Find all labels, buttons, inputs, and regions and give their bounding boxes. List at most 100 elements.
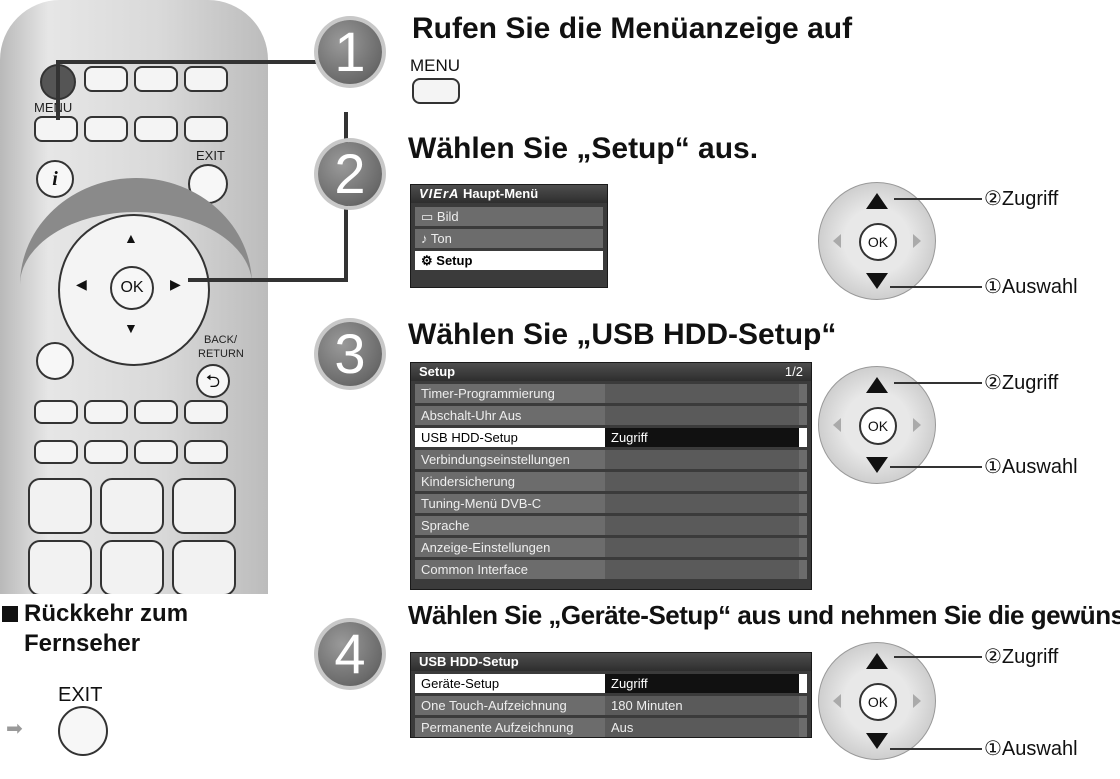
setup-item-label: Timer-Programmierung xyxy=(421,386,555,401)
remote-button[interactable] xyxy=(134,116,178,142)
callout-line xyxy=(894,198,982,200)
usb-menu-header: USB HDD-Setup xyxy=(411,653,811,671)
setup-item-value xyxy=(605,472,799,491)
remote-button[interactable] xyxy=(34,400,78,424)
setup-item[interactable]: Anzeige-Einstellungen xyxy=(415,538,807,557)
step-1-heading: Rufen Sie die Menüanzeige auf xyxy=(412,12,853,45)
setup-item[interactable]: Verbindungseinstellungen xyxy=(415,450,807,469)
menu-item-bild[interactable]: ▭ Bild xyxy=(415,207,603,226)
ok-icon: OK xyxy=(859,683,897,721)
step-4-circle: 4 xyxy=(318,622,382,686)
setup-item-label: Verbindungseinstellungen xyxy=(421,452,570,467)
step-2-circle: 2 xyxy=(318,142,382,206)
remote-button[interactable] xyxy=(134,440,178,464)
access-label: ②Zugriff xyxy=(984,188,1059,210)
select-label: ①Auswahl xyxy=(984,738,1078,760)
nav-pad: OK xyxy=(818,366,936,484)
usb-item-geraete-setup[interactable]: Geräte-Setup Zugriff xyxy=(415,674,807,693)
connector-line xyxy=(188,278,348,282)
exit-key-icon xyxy=(58,706,108,756)
remote-button[interactable] xyxy=(184,440,228,464)
exit-key-label: EXIT xyxy=(58,684,103,706)
remote-button[interactable] xyxy=(184,66,228,92)
picture-icon: ▭ xyxy=(421,209,437,224)
number-button[interactable] xyxy=(100,478,164,534)
number-button[interactable] xyxy=(28,540,92,594)
menu-item-label: Bild xyxy=(436,209,459,224)
remote-button[interactable] xyxy=(84,66,128,92)
callout-line xyxy=(890,748,982,750)
usb-item-value: 180 Minuten xyxy=(605,696,799,715)
setup-item-usb-hdd[interactable]: USB HDD-Setup Zugriff xyxy=(415,428,807,447)
viera-logo: VIErA xyxy=(419,186,460,201)
remote-button[interactable] xyxy=(84,400,128,424)
menu-item-setup[interactable]: ⚙ Setup xyxy=(415,251,603,270)
left-arrow-icon xyxy=(833,694,841,708)
step-3-circle: 3 xyxy=(318,322,382,386)
remote-button[interactable] xyxy=(184,116,228,142)
arrow-right-icon: ➡ xyxy=(6,718,23,740)
remote-button[interactable] xyxy=(184,400,228,424)
exit-button-label: EXIT xyxy=(196,148,225,163)
setup-item[interactable]: Abschalt-Uhr Aus xyxy=(415,406,807,425)
setup-menu-header: Setup 1/2 xyxy=(411,363,811,381)
menu-button[interactable] xyxy=(34,116,78,142)
usb-menu-panel: USB HDD-Setup Geräte-Setup Zugriff One To… xyxy=(410,652,812,738)
menu-item-label: Setup xyxy=(436,253,473,268)
callout-line xyxy=(894,382,982,384)
number-button[interactable] xyxy=(28,478,92,534)
remote-button[interactable] xyxy=(36,342,74,380)
remote-button[interactable] xyxy=(34,440,78,464)
main-menu-title: Haupt-Menü xyxy=(463,186,539,201)
ok-button[interactable]: OK xyxy=(110,266,154,310)
select-label: ①Auswahl xyxy=(984,276,1078,298)
setup-item-label: Kindersicherung xyxy=(421,474,515,489)
back-return-button[interactable]: ⮌ xyxy=(196,364,230,398)
access-label: ②Zugriff xyxy=(984,646,1059,668)
remote-button[interactable] xyxy=(134,400,178,424)
remote-button[interactable] xyxy=(134,66,178,92)
number-button[interactable] xyxy=(172,478,236,534)
setup-item-value xyxy=(605,538,799,557)
setup-item-value xyxy=(605,516,799,535)
setup-item[interactable]: Common Interface xyxy=(415,560,807,579)
remote-button[interactable] xyxy=(84,116,128,142)
usb-item-value: Zugriff xyxy=(605,674,799,693)
setup-icon: ⚙ xyxy=(421,253,437,268)
return-label: RETURN xyxy=(198,348,244,360)
setup-item-label: USB HDD-Setup xyxy=(421,430,518,445)
setup-item[interactable]: Timer-Programmierung xyxy=(415,384,807,403)
setup-item-label: Anzeige-Einstellungen xyxy=(421,540,551,555)
back-label: BACK/ xyxy=(204,334,238,346)
left-arrow-icon xyxy=(833,418,841,432)
setup-item[interactable]: Sprache xyxy=(415,516,807,535)
info-button[interactable]: i xyxy=(36,160,74,198)
setup-item-value xyxy=(605,560,799,579)
usb-item-label: Geräte-Setup xyxy=(421,676,500,691)
page-indicator: 1/2 xyxy=(784,364,803,379)
remote-control: MENU EXIT i ▲ ▼ ◀ ▶ OK BACK/ RETURN ⮌ xyxy=(0,0,268,594)
right-arrow-icon xyxy=(913,234,921,248)
step-2-heading: Wählen Sie „Setup“ aus. xyxy=(408,132,759,165)
step-3-heading: Wählen Sie „USB HDD-Setup“ xyxy=(408,318,837,351)
connector-line xyxy=(56,60,60,120)
number-button[interactable] xyxy=(100,540,164,594)
setup-item-label: Tuning-Menü DVB-C xyxy=(421,496,542,511)
connector-line xyxy=(56,60,318,64)
setup-item-value xyxy=(605,494,799,513)
up-arrow-icon: ▲ xyxy=(124,230,138,246)
setup-item[interactable]: Kindersicherung xyxy=(415,472,807,491)
main-menu-header: VIErA Haupt-Menü xyxy=(411,185,607,203)
callout-line xyxy=(890,286,982,288)
callout-line xyxy=(890,466,982,468)
remote-button[interactable] xyxy=(84,440,128,464)
setup-item-value: Zugriff xyxy=(605,428,799,447)
access-label: ②Zugriff xyxy=(984,372,1059,394)
setup-item-value xyxy=(605,384,799,403)
nav-pad: OK xyxy=(818,642,936,760)
setup-item[interactable]: Tuning-Menü DVB-C xyxy=(415,494,807,513)
menu-item-ton[interactable]: ♪ Ton xyxy=(415,229,603,248)
number-button[interactable] xyxy=(172,540,236,594)
